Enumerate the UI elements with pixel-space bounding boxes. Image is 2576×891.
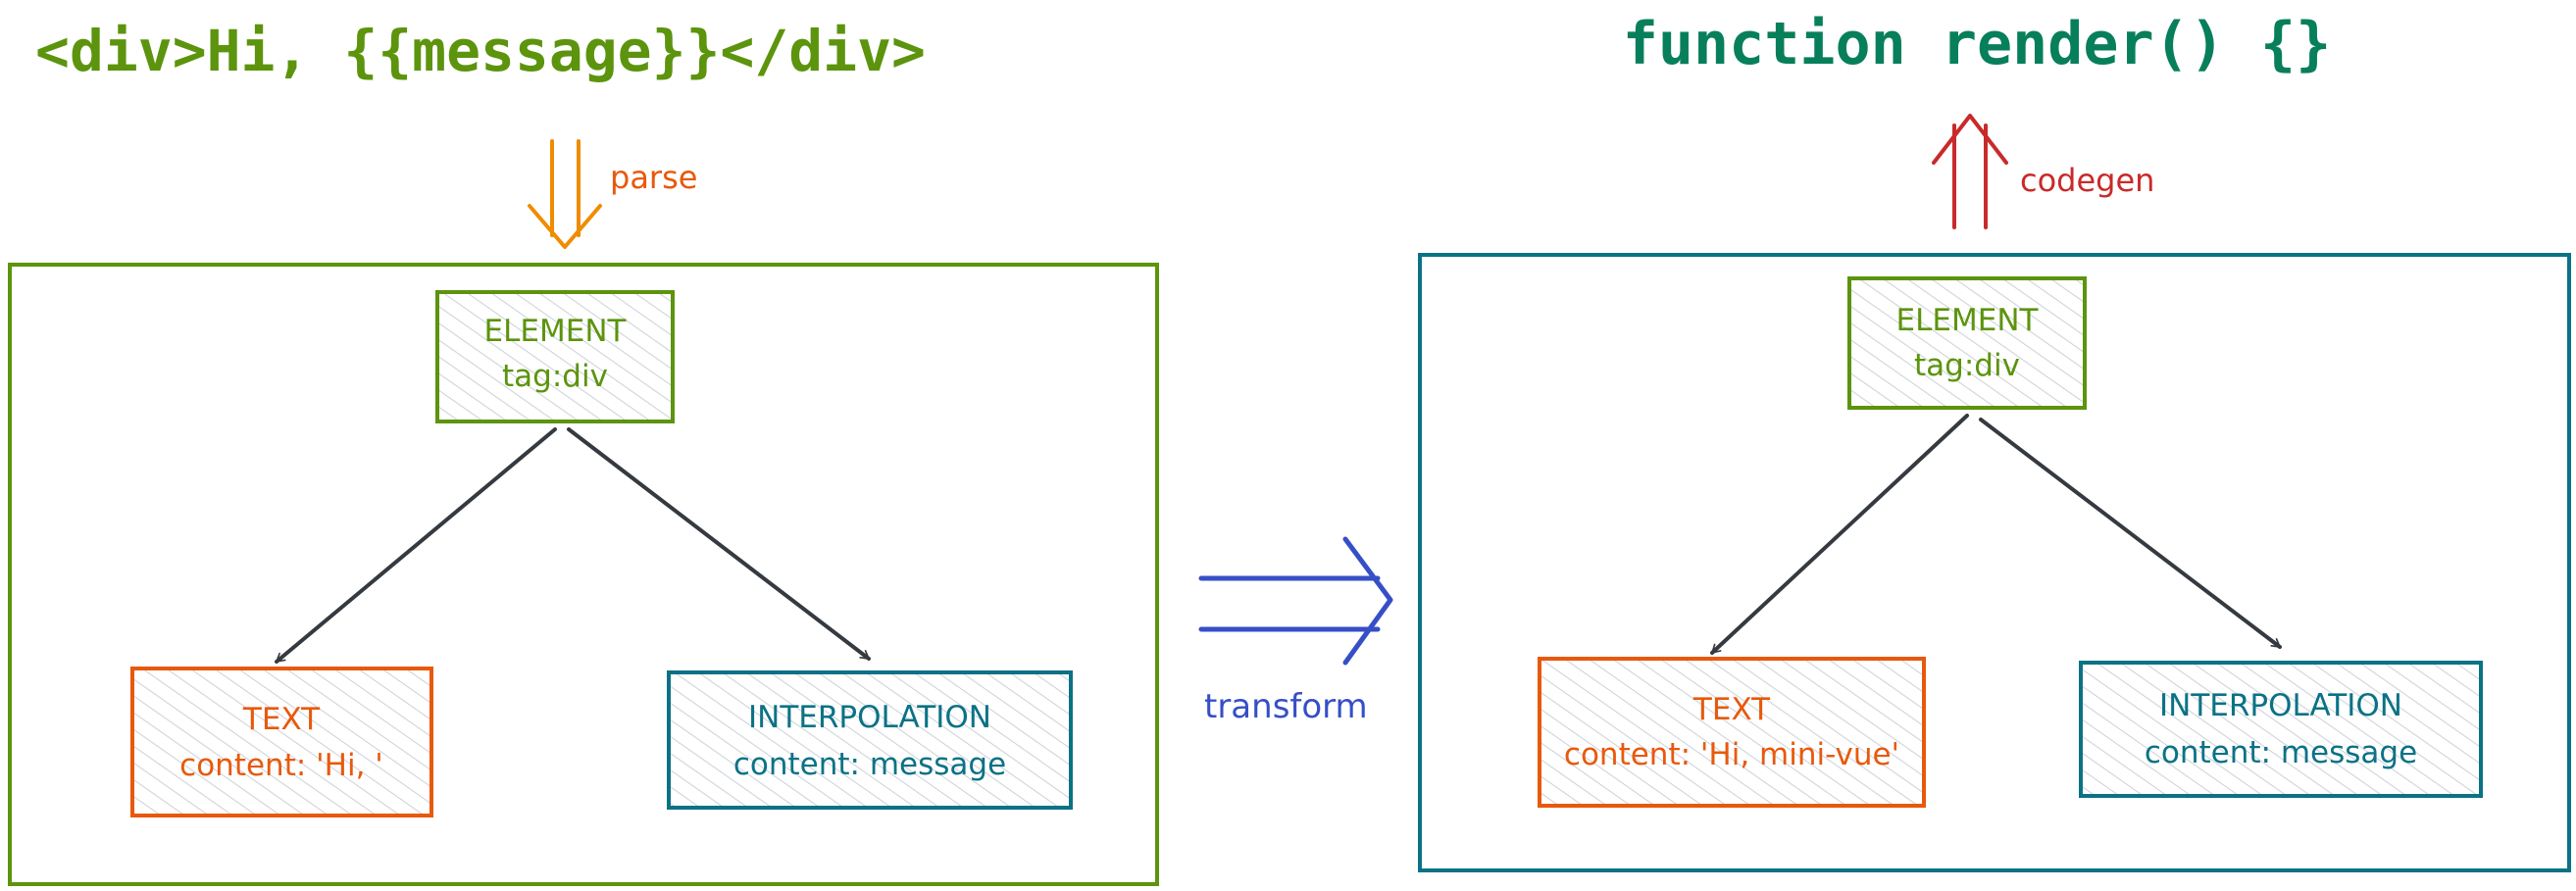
left-text-type: TEXT — [242, 702, 321, 737]
codegen-arrow — [1932, 114, 2008, 229]
parse-ast-container — [8, 263, 1159, 886]
right-interpolation-type: INTERPOLATION — [2159, 688, 2402, 723]
left-element-detail: tag:div — [502, 359, 608, 394]
left-text-detail: content: 'Hi, ' — [179, 748, 383, 783]
right-text-detail: content: 'Hi, mini-vue' — [1564, 737, 1899, 772]
left-element-node: ELEMENT tag:div — [435, 290, 675, 423]
left-edge-to-interpolation — [567, 427, 871, 661]
right-element-node: ELEMENT tag:div — [1847, 276, 2087, 410]
right-element-type: ELEMENT — [1896, 303, 2040, 338]
source-code-title: <div>Hi, {{message}}</div> — [35, 18, 926, 84]
right-interpolation-node: INTERPOLATION content: message — [2079, 661, 2483, 798]
left-interpolation-detail: content: message — [733, 747, 1006, 782]
output-code-title: function render() {} — [1623, 10, 2331, 78]
parse-arrow — [528, 139, 602, 249]
parse-label: parse — [610, 159, 697, 196]
left-edge-to-text — [275, 427, 557, 664]
right-edge-to-text — [1710, 414, 1969, 655]
codegen-label: codegen — [2020, 162, 2154, 199]
transform-label: transform — [1204, 687, 1368, 726]
right-text-type: TEXT — [1692, 692, 1771, 727]
right-interpolation-detail: content: message — [2145, 735, 2417, 770]
left-element-type: ELEMENT — [484, 314, 628, 349]
left-text-node: TEXT content: 'Hi, ' — [130, 667, 433, 817]
left-interpolation-node: INTERPOLATION content: message — [667, 670, 1073, 810]
left-interpolation-type: INTERPOLATION — [748, 700, 991, 735]
right-element-detail: tag:div — [1914, 348, 2020, 383]
right-text-node: TEXT content: 'Hi, mini-vue' — [1538, 657, 1926, 808]
transform-arrow — [1198, 536, 1393, 666]
right-edge-to-interpolation — [1979, 418, 2282, 649]
transformed-ast-container — [1418, 253, 2571, 872]
